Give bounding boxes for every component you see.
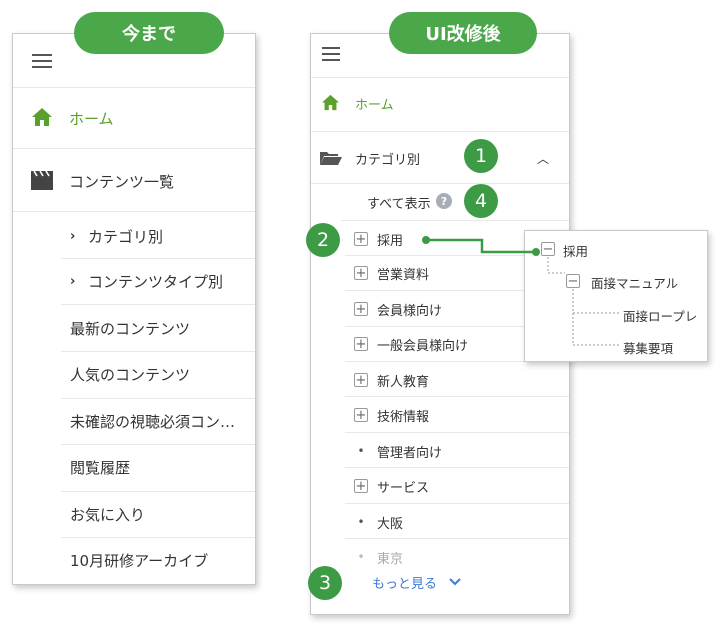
chevron-right-icon: › (70, 228, 76, 244)
category-label: 技術情報 (377, 409, 430, 425)
nav-item[interactable]: 閲覧履歴 (13, 455, 255, 479)
before-sidebar: ホーム コンテンツ一覧 › カテゴリ別 › コンテンツタイプ別 最新のコンテンツ… (12, 33, 256, 585)
nav-home[interactable]: ホーム (311, 92, 569, 114)
nav-home-label: ホーム (355, 97, 394, 113)
category-item[interactable]: + 営業資料 (311, 262, 569, 284)
category-item[interactable]: + 技術情報 (311, 404, 569, 426)
popup-leaf-label[interactable]: 面接ロープレ (623, 309, 698, 324)
expand-plus-icon[interactable]: + (354, 478, 368, 494)
chevron-right-icon: › (70, 273, 76, 289)
nav-item[interactable]: 人気のコンテンツ (13, 362, 255, 386)
category-label: 管理者向け (377, 445, 443, 461)
home-icon (32, 108, 52, 126)
annotation-badge-3: 3 (308, 566, 342, 600)
category-label: 東京 (377, 551, 404, 567)
hamburger-menu-icon[interactable] (322, 47, 340, 61)
category-label: 採用 (377, 233, 404, 249)
nav-item-label: 閲覧履歴 (70, 458, 131, 477)
expand-plus-icon[interactable]: + (354, 231, 368, 247)
category-label: 大阪 (377, 516, 404, 532)
collapse-minus-icon[interactable]: − (566, 273, 580, 289)
category-label: 一般会員様向け (377, 338, 469, 354)
nav-item-label: お気に入り (70, 505, 146, 524)
sub-item-label: カテゴリ別 (88, 227, 164, 246)
popup-child-label: 面接マニュアル (591, 276, 679, 291)
nav-item-label: 未確認の視聴必須コン… (70, 412, 236, 431)
category-tree-popup: − 採用 − 面接マニュアル 面接ロープレ 募集要項 (524, 230, 708, 362)
nav-category[interactable]: カテゴリ別 ︿ (311, 146, 569, 170)
tree-lines (547, 257, 619, 346)
category-item[interactable]: • 管理者向け (311, 440, 569, 462)
folder-open-icon (320, 152, 342, 165)
nav-item[interactable]: お気に入り (13, 502, 255, 526)
show-all-item[interactable]: すべて表示 ? (311, 190, 569, 214)
category-item[interactable]: + サービス (311, 475, 569, 497)
category-item[interactable]: • 大阪 (311, 511, 569, 533)
nav-item-label: 10月研修アーカイブ (70, 551, 209, 570)
home-icon (322, 94, 339, 111)
category-item[interactable]: + 一般会員様向け (311, 333, 569, 355)
nav-item-label: 最新のコンテンツ (70, 319, 191, 338)
nav-item[interactable]: 10月研修アーカイブ (13, 548, 255, 572)
show-more-link[interactable]: もっと見る (311, 571, 569, 593)
expand-plus-icon[interactable]: + (354, 372, 368, 388)
popup-leaf-label[interactable]: 募集要項 (623, 341, 674, 356)
sub-item-category[interactable]: › カテゴリ別 (13, 224, 255, 248)
before-label-pill: 今まで (74, 12, 224, 54)
category-item[interactable]: + 新人教育 (311, 369, 569, 391)
bullet-dot-icon: • (357, 515, 365, 529)
category-label: 会員様向け (377, 303, 443, 319)
annotation-badge-1: 1 (464, 139, 498, 173)
nav-contents[interactable]: コンテンツ一覧 (13, 169, 255, 193)
nav-home[interactable]: ホーム (13, 106, 255, 130)
annotation-badge-2: 2 (306, 223, 340, 257)
show-more-label: もっと見る (372, 576, 438, 592)
collapse-minus-icon[interactable]: − (541, 241, 555, 257)
clapperboard-icon (31, 171, 53, 190)
nav-item[interactable]: 未確認の視聴必須コン… (13, 409, 255, 433)
category-item[interactable]: + 会員様向け (311, 298, 569, 320)
category-label: 新人教育 (377, 374, 430, 390)
bullet-dot-icon: • (357, 550, 365, 564)
chevron-up-icon[interactable]: ︿ (537, 152, 550, 166)
help-question-icon[interactable]: ? (436, 193, 452, 209)
expand-plus-icon[interactable]: + (354, 336, 368, 352)
nav-item-label: 人気のコンテンツ (70, 365, 191, 384)
category-item[interactable]: • 東京 (311, 546, 569, 568)
annotation-badge-4: 4 (464, 184, 498, 218)
sub-item-content-type[interactable]: › コンテンツタイプ別 (13, 269, 255, 293)
expand-plus-icon[interactable]: + (354, 301, 368, 317)
chevron-down-icon (449, 578, 461, 586)
nav-contents-label: コンテンツ一覧 (69, 172, 175, 191)
expand-plus-icon[interactable]: + (354, 265, 368, 281)
expand-plus-icon[interactable]: + (354, 407, 368, 423)
category-label: サービス (377, 480, 430, 496)
category-item[interactable]: + 採用 (311, 228, 569, 250)
popup-root-label: 採用 (563, 244, 589, 259)
category-label: 営業資料 (377, 267, 430, 283)
nav-category-label: カテゴリ別 (355, 152, 421, 168)
show-all-label: すべて表示 (367, 196, 431, 212)
nav-home-label: ホーム (69, 109, 114, 128)
after-label-pill: UI改修後 (389, 12, 537, 54)
nav-item[interactable]: 最新のコンテンツ (13, 316, 255, 340)
hamburger-menu-icon[interactable] (32, 54, 52, 68)
sub-item-label: コンテンツタイプ別 (88, 272, 224, 291)
bullet-dot-icon: • (357, 444, 365, 458)
